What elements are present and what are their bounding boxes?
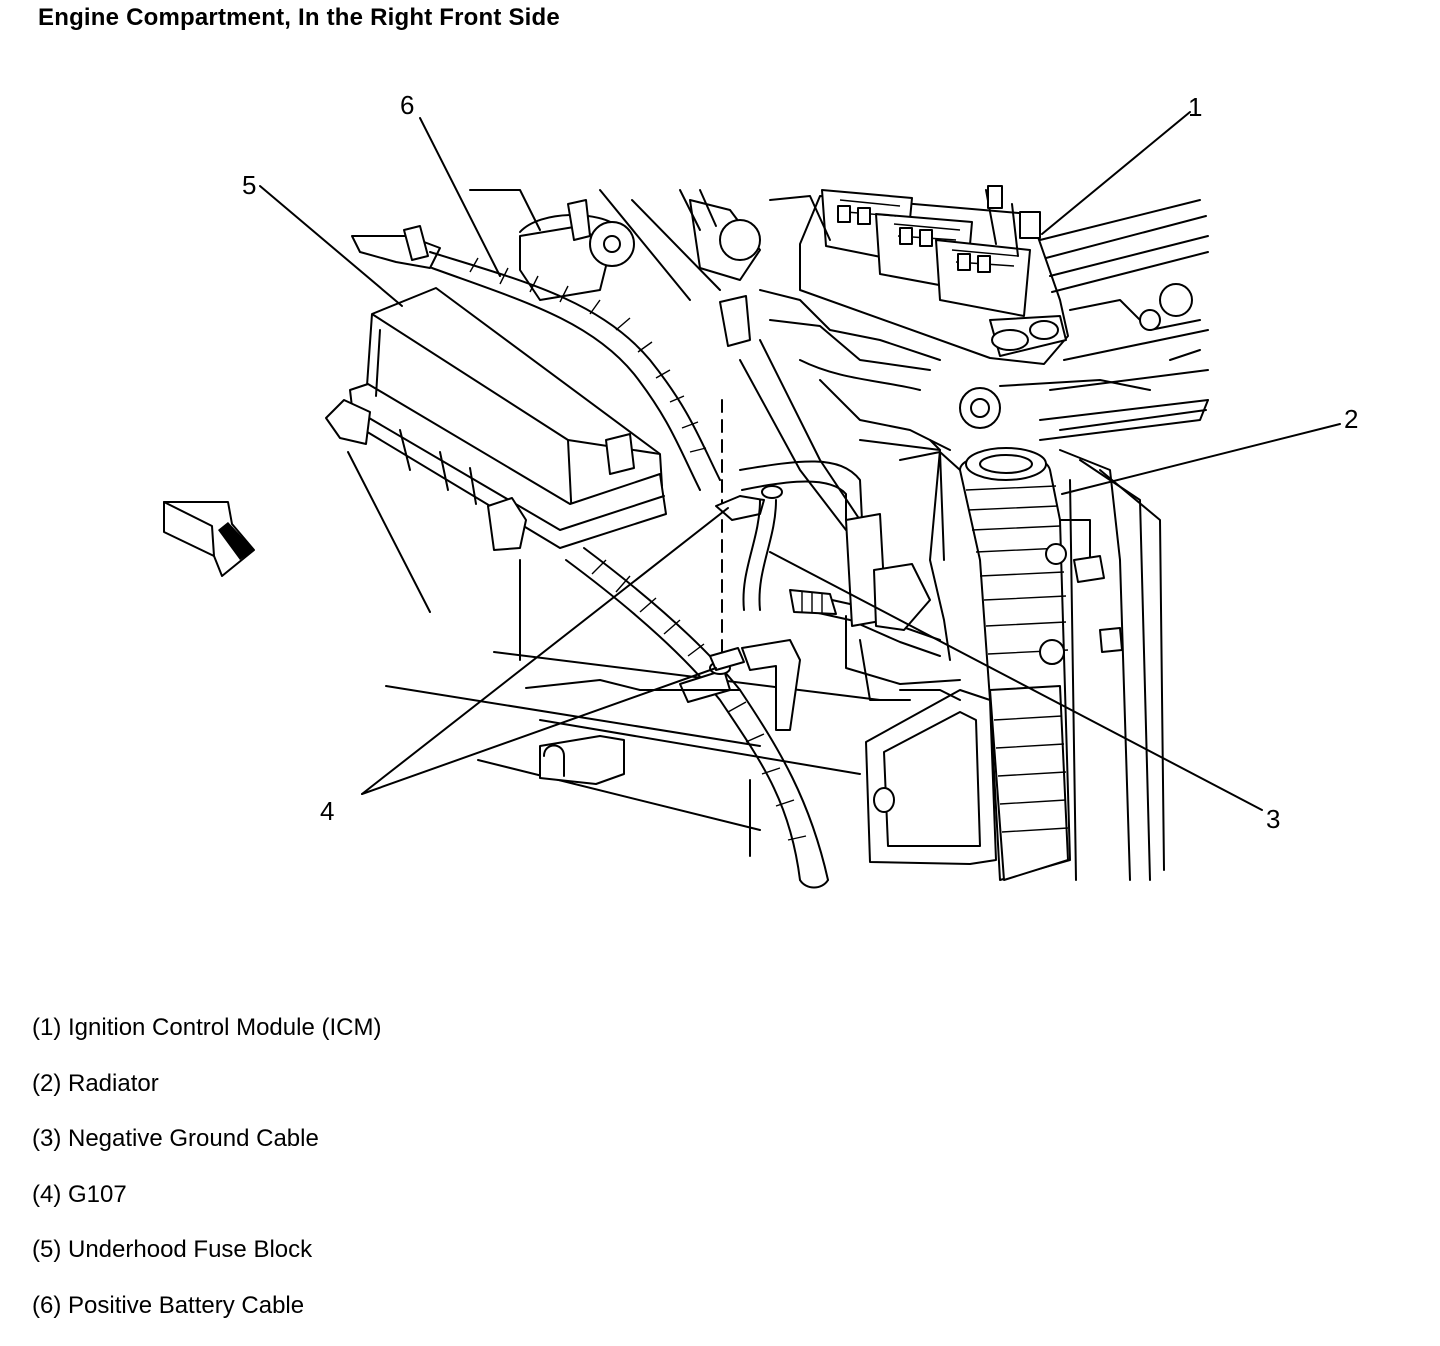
underhood-fuse-block [325, 287, 667, 551]
engine-block-lines [959, 199, 1209, 429]
floor-lines [347, 451, 881, 857]
legend-item: (6) Positive Battery Cable [32, 1291, 305, 1319]
callout-2: 2 [1344, 404, 1358, 434]
callout-4: 4 [320, 796, 334, 826]
component-legend: (1) Ignition Control Module (ICM) (2) Ra… [32, 1012, 381, 1346]
ignition-control-module [799, 185, 1069, 365]
radiator [959, 399, 1209, 881]
g107-ground [525, 399, 801, 785]
legend-item: (2) Radiator [32, 1069, 159, 1097]
lower-shroud-bracket [865, 689, 997, 865]
diagram-title: Engine Compartment, In the Right Front S… [38, 4, 560, 31]
direction-arrow-icon [163, 501, 255, 577]
leader-lines [259, 111, 1341, 811]
engine-compartment-illustration: 1 2 3 4 5 6 [163, 90, 1358, 889]
legend-item: (5) Underhood Fuse Block [32, 1236, 313, 1264]
callout-numbers: 1 2 3 4 5 6 [242, 90, 1358, 834]
callout-5: 5 [242, 170, 256, 200]
callout-1: 1 [1188, 92, 1202, 122]
legend-item: (3) Negative Ground Cable [32, 1125, 319, 1153]
engine-upper-components [469, 189, 951, 531]
callout-6: 6 [400, 90, 414, 120]
legend-item: (4) G107 [32, 1180, 127, 1208]
callout-3: 3 [1266, 804, 1280, 834]
legend-item: (1) Ignition Control Module (ICM) [32, 1014, 382, 1041]
